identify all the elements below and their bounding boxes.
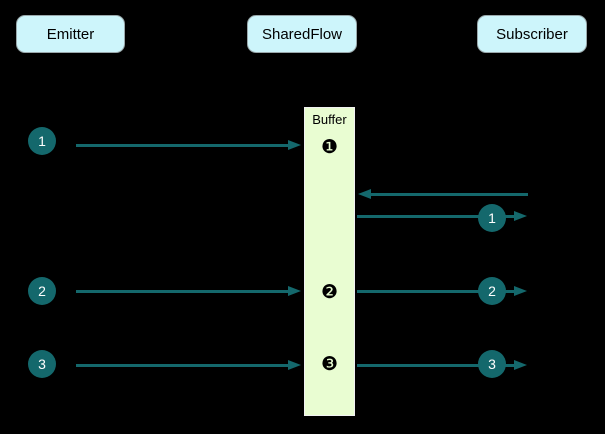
deliver-event-1: 1 <box>478 204 506 232</box>
emit-arrow-1-head-icon <box>288 140 301 150</box>
deliver-event-2-label: 2 <box>488 283 496 299</box>
emit-event-2-label: 2 <box>38 283 46 299</box>
deliver-event-1-label: 1 <box>488 210 496 226</box>
subscriber-box: Subscriber <box>477 15 587 53</box>
sharedflow-label: SharedFlow <box>261 25 343 43</box>
buffer-slot-1: ❶ <box>320 137 339 158</box>
emit-event-3-label: 3 <box>38 356 46 372</box>
emit-event-1-label: 1 <box>38 133 46 149</box>
subscriber-label: Subscriber <box>496 25 568 43</box>
emit-event-1: 1 <box>28 127 56 155</box>
sharedflow-box: SharedFlow <box>247 15 357 53</box>
emitter-box: Emitter <box>16 15 125 53</box>
emit-arrow-2-head-icon <box>288 286 301 296</box>
deliver-arrow-1-line <box>357 215 514 218</box>
emit-event-2: 2 <box>28 277 56 305</box>
buffer-slot-3: ❸ <box>320 354 339 375</box>
deliver-arrow-2-head-icon <box>514 286 527 296</box>
emit-arrow-3-head-icon <box>288 360 301 370</box>
emitter-label: Emitter <box>46 25 95 43</box>
deliver-event-2: 2 <box>478 277 506 305</box>
deliver-arrow-3-line <box>357 364 514 367</box>
deliver-arrow-2-line <box>357 290 514 293</box>
buffer-label: Buffer <box>312 112 347 127</box>
deliver-event-3-label: 3 <box>488 356 496 372</box>
emit-arrow-2-line <box>76 290 288 293</box>
buffer-slot-2: ❷ <box>320 282 339 303</box>
deliver-event-3: 3 <box>478 350 506 378</box>
subscribe-arrow-head-icon <box>358 189 371 199</box>
subscribe-arrow-line <box>371 193 528 196</box>
emit-event-3: 3 <box>28 350 56 378</box>
buffer-box: Buffer ❶ ❷ ❸ <box>304 107 355 416</box>
emit-arrow-1-line <box>76 144 288 147</box>
emit-arrow-3-line <box>76 364 288 367</box>
deliver-arrow-3-head-icon <box>514 360 527 370</box>
deliver-arrow-1-head-icon <box>514 211 527 221</box>
